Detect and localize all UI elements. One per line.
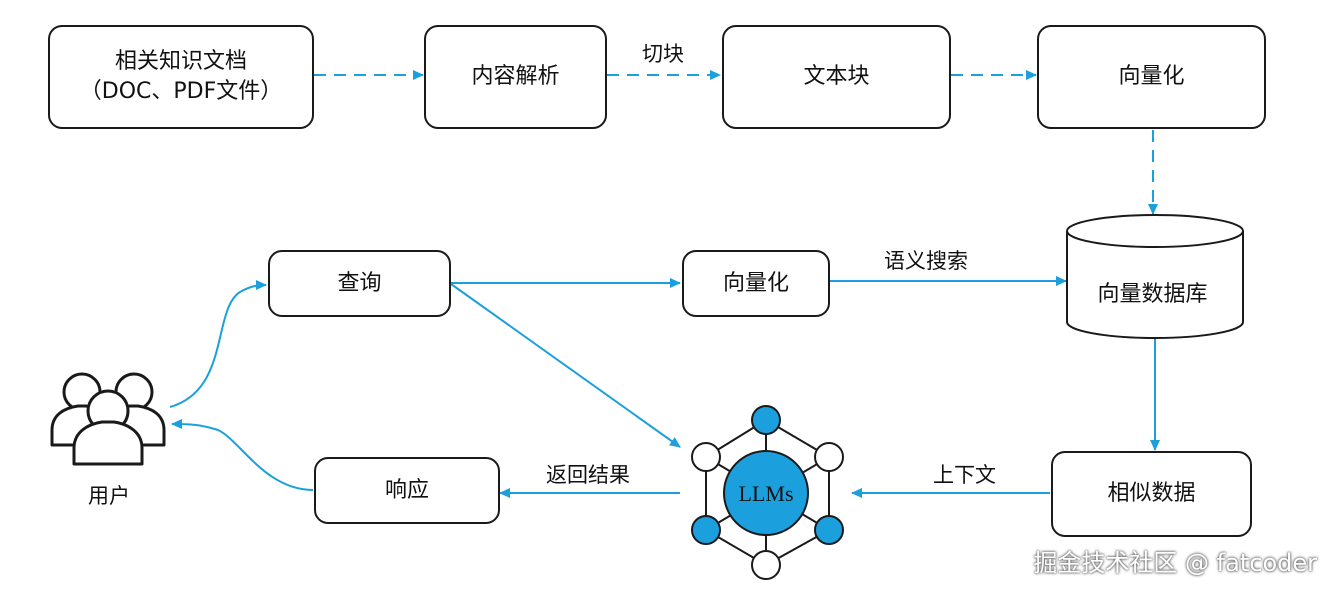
- arrow-response-to-user: [171, 419, 314, 491]
- vectorize-mid-label: 向量化: [722, 270, 789, 296]
- chunks-box: 文本块: [722, 25, 951, 129]
- vectorize-top-box: 向量化: [1037, 25, 1266, 129]
- vector-db-label: 向量数据库: [1097, 282, 1208, 307]
- semantic-search-label: 语义搜索: [884, 249, 968, 273]
- chunks-label: 文本块: [803, 64, 870, 89]
- docs-subtitle: （DOC、PDF文件）: [79, 79, 283, 104]
- query-label: 查询: [337, 270, 382, 296]
- arrow-query-to-llm: [450, 283, 681, 448]
- watermark: 掘金技术社区 @ fatcoder: [1033, 549, 1317, 577]
- docs-box: 相关知识文档 （DOC、PDF文件）: [48, 25, 314, 129]
- query-box: 查询: [268, 250, 451, 317]
- vector-db-cylinder: [1066, 214, 1244, 339]
- docs-title: 相关知识文档: [114, 49, 247, 74]
- llm-network-icon: LLMs: [691, 405, 844, 580]
- parse-box: 内容解析: [424, 25, 607, 129]
- vectorize-top-label: 向量化: [1118, 64, 1185, 89]
- response-label: 响应: [384, 477, 429, 503]
- return-result-label: 返回结果: [546, 463, 630, 487]
- chunking-label: 切块: [642, 42, 684, 66]
- users-icon: [50, 372, 166, 466]
- vectorize-mid-box: 向量化: [682, 250, 830, 317]
- llm-label: LLMs: [739, 481, 794, 506]
- arrow-user-to-query: [169, 280, 267, 408]
- response-box: 响应: [314, 457, 500, 524]
- context-label: 上下文: [933, 463, 996, 487]
- similar-data-label: 相似数据: [1107, 481, 1196, 506]
- user-label: 用户: [88, 484, 130, 508]
- similar-data-box: 相似数据: [1051, 451, 1252, 537]
- parse-label: 内容解析: [471, 64, 560, 89]
